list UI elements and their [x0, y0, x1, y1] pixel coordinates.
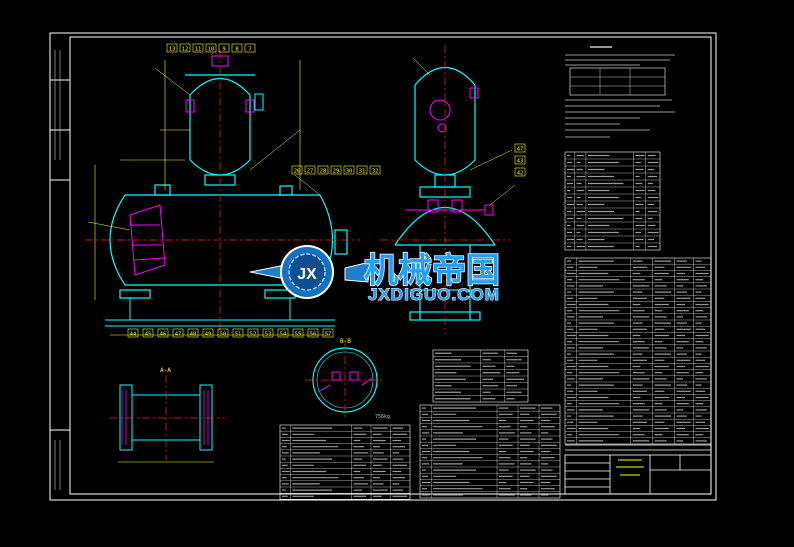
parts-list-bottom-mid: [419, 404, 561, 499]
balloon-number: 44: [130, 332, 137, 338]
balloon-number: 8: [235, 47, 238, 53]
balloon-marker: 13: [166, 43, 178, 53]
balloon-number: 47: [175, 332, 182, 338]
weight-note: 756kg: [375, 414, 390, 420]
balloon-number: 47: [517, 147, 524, 153]
leaders-main: [87, 67, 321, 231]
balloon-marker: 45: [142, 328, 154, 338]
balloon-marker: 32: [369, 165, 381, 175]
balloon-marker: 7: [244, 43, 256, 53]
centerlines-side: [380, 45, 510, 335]
balloon-marker: 51: [232, 328, 244, 338]
balloon-number: 45: [145, 332, 152, 338]
balloon-number: 55: [295, 332, 302, 338]
balloon-marker: 10: [205, 43, 217, 53]
parts-list-bottom-left: [279, 424, 411, 500]
balloons-top: 13 12 11 10 9 8 7: [166, 43, 256, 53]
watermark-chinese: 机械帝国: [364, 251, 500, 291]
balloon-marker: 11: [192, 43, 204, 53]
dimensions-main: [94, 60, 330, 336]
balloon-marker: 43: [514, 155, 526, 165]
balloon-marker: 29: [330, 165, 342, 175]
watermark-url: JXDIGUO.COM: [368, 285, 500, 304]
balloon-number: 51: [235, 332, 242, 338]
frame-side-ticks: [54, 50, 61, 490]
balloon-marker: 53: [262, 328, 274, 338]
balloon-number: 42: [517, 171, 524, 177]
balloon-marker: 47: [514, 143, 526, 153]
balloon-number: 57: [325, 332, 332, 338]
balloons-side: 47 43 42: [514, 143, 526, 177]
section-b-b-label: B-B: [340, 338, 351, 345]
balloon-marker: 31: [356, 165, 368, 175]
balloon-marker: 42: [514, 167, 526, 177]
balloon-marker: 8: [231, 43, 243, 53]
balloon-marker: 52: [247, 328, 259, 338]
balloon-marker: 26: [291, 165, 303, 175]
section-a-a-label: A-A: [160, 367, 171, 374]
leaders-side: [412, 57, 516, 206]
balloon-number: 54: [280, 332, 287, 338]
manway-section: [129, 204, 166, 276]
balloon-number: 30: [346, 169, 353, 175]
technical-notes: [565, 46, 675, 138]
balloon-number: 13: [169, 47, 176, 53]
balloon-marker: 12: [179, 43, 191, 53]
balloon-marker: 55: [292, 328, 304, 338]
balloon-marker: 27: [304, 165, 316, 175]
title-block: [564, 444, 712, 495]
balloon-marker: 57: [322, 328, 334, 338]
balloon-number: 43: [517, 159, 524, 165]
side-nozzles: [429, 87, 479, 133]
watermark-emblem: JX: [249, 245, 371, 299]
balloon-marker: 54: [277, 328, 289, 338]
balloon-number: 9: [222, 47, 225, 53]
balloon-marker: 44: [127, 328, 139, 338]
balloon-number: 46: [160, 332, 167, 338]
balloon-marker: 30: [343, 165, 355, 175]
balloon-number: 28: [320, 169, 327, 175]
balloon-marker: 28: [317, 165, 329, 175]
balloon-number: 26: [294, 169, 301, 175]
balloon-marker: 46: [157, 328, 169, 338]
balloon-number: 31: [359, 169, 366, 175]
section-b-b: B-B 756kg: [305, 338, 390, 420]
balloon-number: 7: [248, 47, 251, 53]
main-front-view: [85, 50, 360, 336]
balloons-bottom: 44 45 46 47 48 49 50 51 52 53 54 55 56 57: [127, 328, 334, 338]
balloon-marker: 56: [307, 328, 319, 338]
balloon-number: 10: [208, 47, 215, 53]
balloon-number: 29: [333, 169, 340, 175]
balloon-marker: 50: [217, 328, 229, 338]
balloon-number: 32: [372, 169, 379, 175]
upper-vessel-nozzles: [185, 55, 264, 113]
balloon-number: 52: [250, 332, 257, 338]
balloon-marker: 47: [172, 328, 184, 338]
section-a-a: A-A: [110, 367, 225, 463]
balloons-right: 26 27 28 29 30 31 32: [291, 165, 381, 175]
balloon-number: 56: [310, 332, 317, 338]
balloon-marker: 9: [218, 43, 230, 53]
parts-list-right: [564, 257, 712, 445]
balloon-number: 53: [265, 332, 272, 338]
balloon-marker: 48: [187, 328, 199, 338]
centerlines-main: [85, 50, 360, 330]
balloon-number: 27: [307, 169, 314, 175]
balloon-number: 49: [205, 332, 212, 338]
watermark-emblem-text: JX: [297, 266, 317, 283]
balloon-number: 11: [195, 47, 202, 53]
side-view: [380, 45, 516, 335]
title-block-text-marks: [616, 459, 644, 476]
watermark: JX 机械帝国 JXDIGUO.COM: [249, 245, 501, 305]
balloon-number: 12: [182, 47, 189, 53]
nozzle-table: [564, 151, 661, 251]
balloon-marker: 49: [202, 328, 214, 338]
balloon-number: 50: [220, 332, 227, 338]
design-data-table: [432, 349, 529, 403]
balloon-number: 48: [190, 332, 197, 338]
